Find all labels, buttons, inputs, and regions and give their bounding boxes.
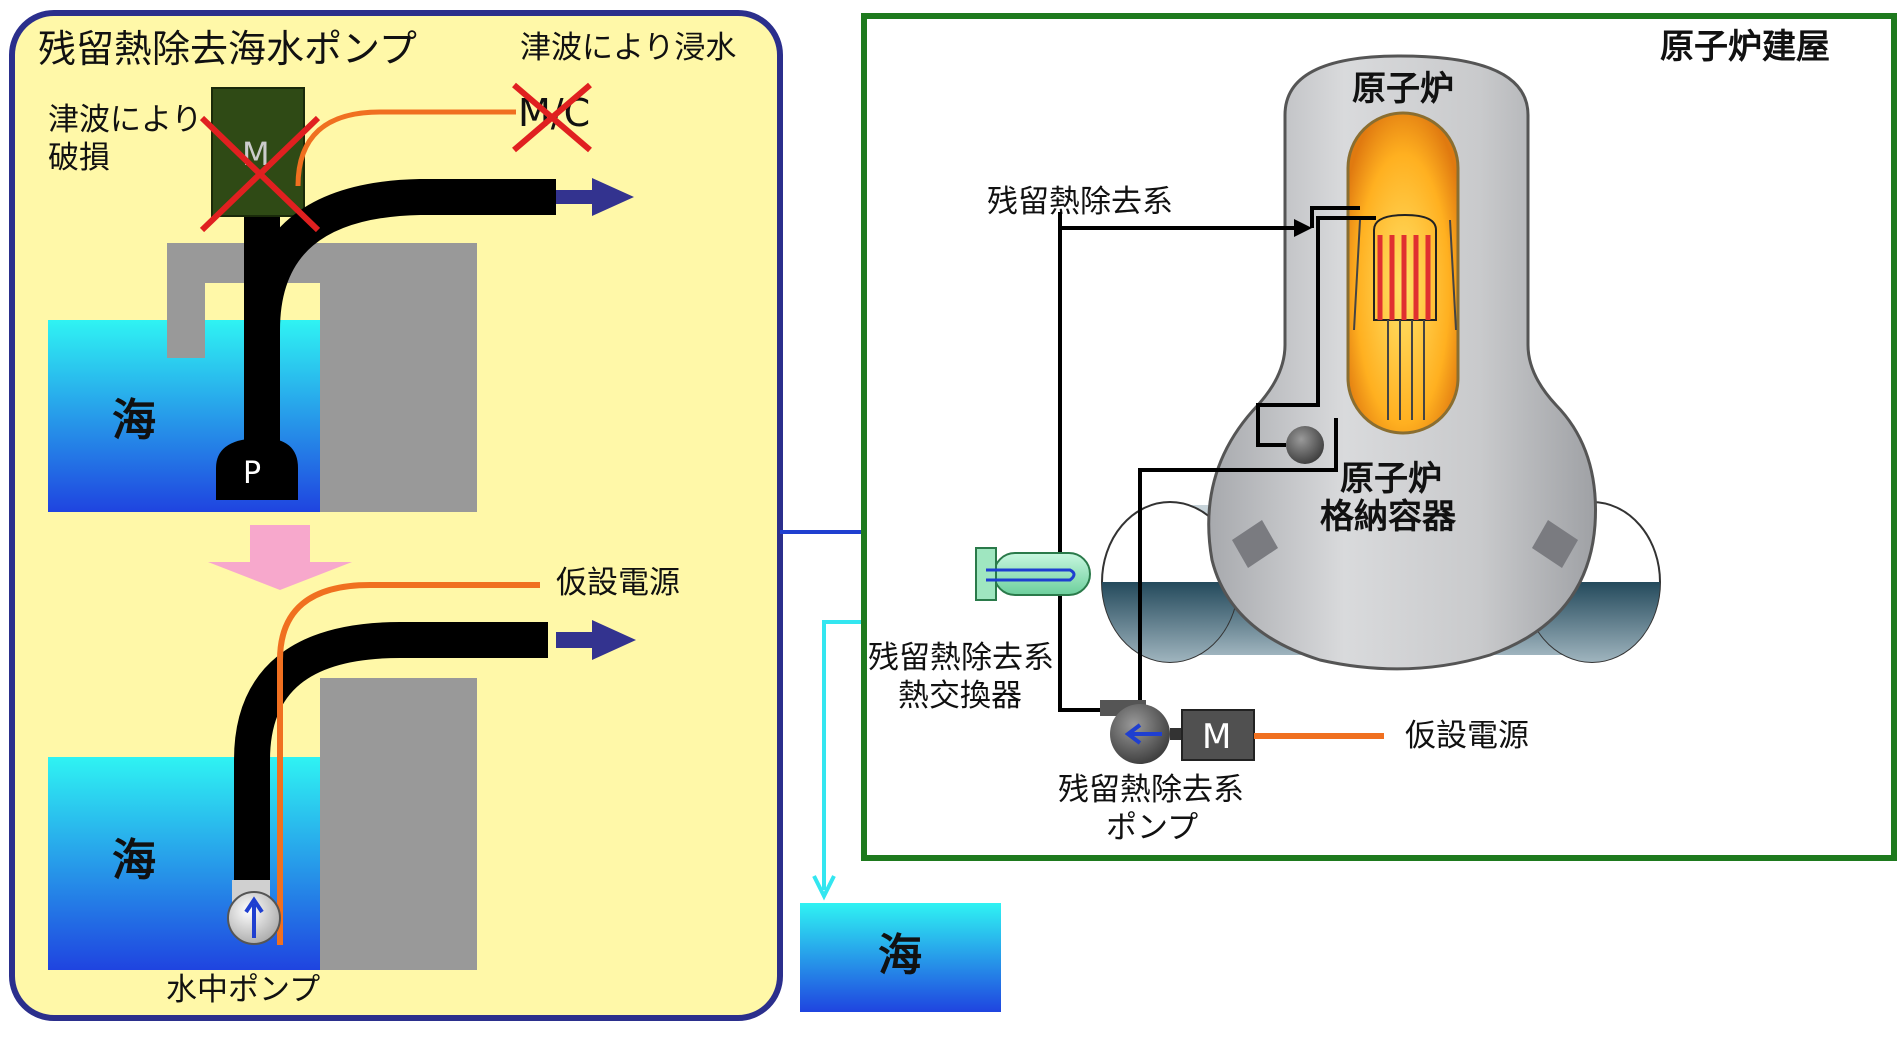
rhr-system-label: 残留熱除去系 [987, 184, 1173, 220]
concrete-shaft-top [167, 243, 205, 358]
rhr-pump-arrow [1124, 723, 1162, 745]
rhr-to-reactor-arrow [1294, 219, 1312, 237]
concrete-block-bottom [320, 678, 477, 970]
left-panel-title: 残留熱除去海水ポンプ [38, 27, 417, 71]
transition-arrow [208, 525, 352, 590]
rhr-pump-coupling [1170, 728, 1182, 740]
recirculation-loop [1256, 216, 1376, 447]
flow-arrow-top [556, 178, 634, 216]
motor-damage-cross [199, 115, 321, 233]
rhr-heat-exchanger [975, 547, 1091, 601]
mc-damage-cross [512, 82, 592, 153]
submersible-pump-arrow [244, 896, 264, 938]
rhr-pump-motor [1181, 709, 1255, 761]
submersible-pump-label: 水中ポンプ [166, 972, 320, 1008]
sea-bottom-label: 海 [112, 835, 156, 886]
reactor-building-label: 原子炉建屋 [1660, 27, 1830, 67]
power-cable-top [295, 109, 516, 187]
sea-pump-body [216, 438, 298, 500]
vent-pipe-left [1232, 520, 1278, 568]
rhr-pump-label: 残留熱除去系 ポンプ [1058, 772, 1254, 846]
motor-damage-label: 津波により 破損 [48, 102, 212, 176]
rhr-injection-line [1058, 212, 1100, 712]
discharge-pipe-top [244, 179, 556, 420]
mc-flood-label: 津波により浸水 [520, 30, 736, 66]
containment-line2: 格納容器 [1320, 497, 1457, 537]
rhr-motor-label: M [1202, 717, 1231, 757]
heat-exchanger-label: 残留熱除去系 熱交換器 [868, 640, 1064, 714]
heat-exchanger-line1: 残留熱除去系 [868, 640, 1054, 676]
outlet-sea-label: 海 [878, 930, 922, 981]
pump-p-label: P [243, 456, 261, 491]
rhr-pump-line2: ポンプ [1106, 810, 1198, 846]
vent-pipe-right [1532, 520, 1578, 568]
flow-arrow-bottom [556, 620, 636, 660]
motor-damage-line1: 津波により [48, 102, 202, 138]
temp-power-cable-left [277, 582, 540, 945]
rhr-to-reactor-upper [1310, 206, 1360, 228]
heat-exchanger-line2: 熱交換器 [898, 678, 1022, 714]
rhr-suction-line [1138, 418, 1338, 705]
seawater-return-arrowhead [812, 875, 836, 901]
temp-power-label-right: 仮設電源 [1405, 718, 1529, 754]
containment-line1: 原子炉 [1340, 459, 1442, 499]
discharge-pipe-bottom [234, 622, 548, 900]
concrete-block-top [320, 243, 477, 512]
outlet-sea [800, 903, 1001, 1012]
reactor-label: 原子炉 [1352, 69, 1454, 109]
sea-top-label: 海 [112, 395, 156, 446]
rhr-pump-line1: 残留熱除去系 [1058, 772, 1244, 808]
containment-label: 原子炉 格納容器 [1320, 459, 1457, 537]
fuel-assembly [1353, 213, 1457, 420]
temp-power-label-left: 仮設電源 [556, 565, 680, 601]
recirculation-pump [1286, 426, 1324, 464]
motor-damage-line2: 破損 [48, 140, 110, 176]
